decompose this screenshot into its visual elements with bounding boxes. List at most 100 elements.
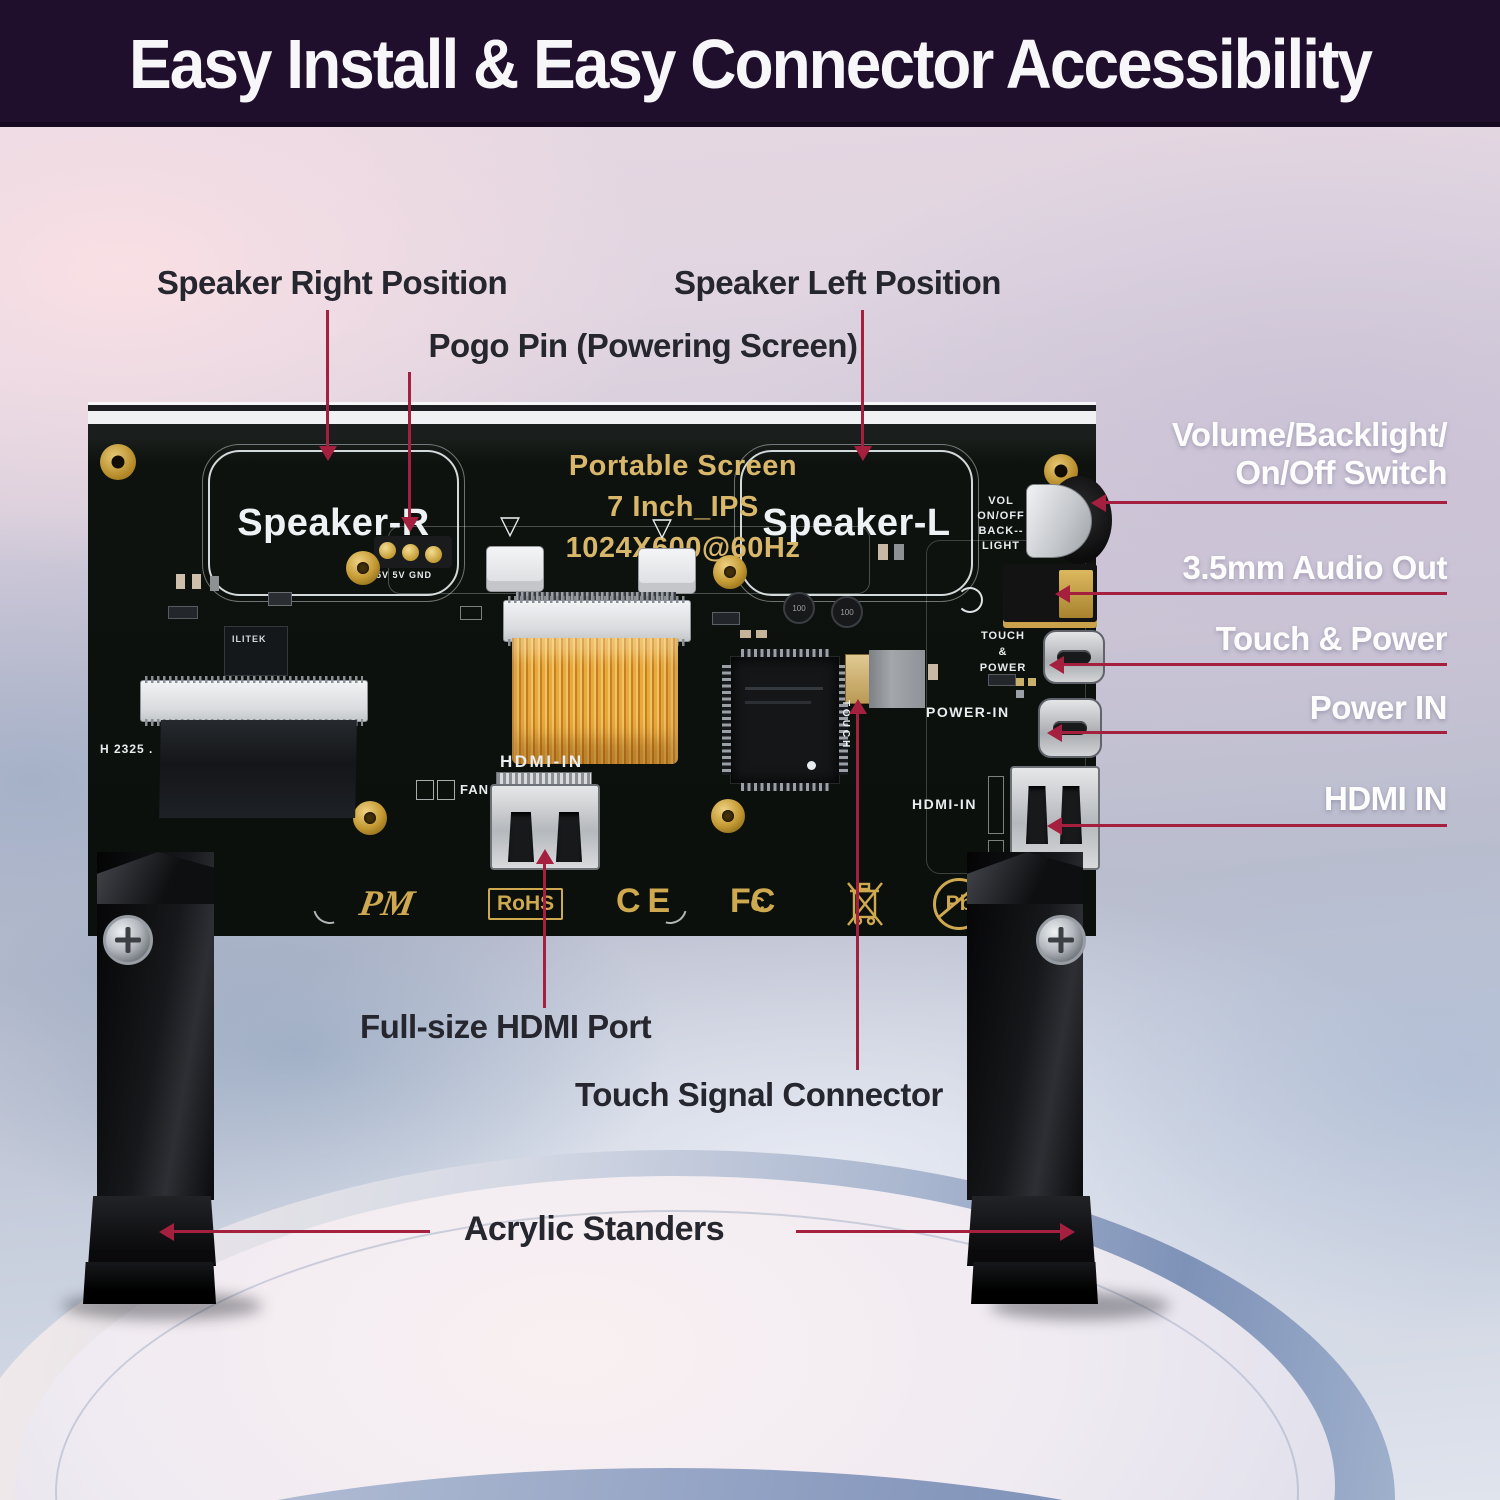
callout-touch-power: Touch & Power bbox=[1215, 620, 1448, 657]
vol-silkscreen-line: ON/OFF bbox=[977, 510, 1025, 522]
acrylic-stand-left-base bbox=[83, 1262, 216, 1304]
ilitek-chip: ILITEK bbox=[224, 626, 288, 676]
phillips-screw-icon bbox=[1036, 915, 1086, 965]
fcc-letter: C bbox=[750, 882, 776, 920]
page-title: Easy Install & Easy Connector Accessibil… bbox=[129, 24, 1373, 103]
callout-touch-signal: Touch Signal Connector bbox=[575, 1076, 943, 1113]
callout-acrylic-standers: Acrylic Standers bbox=[463, 1210, 725, 1248]
fan-label: FAN bbox=[460, 782, 489, 797]
callout-speaker-right: Speaker Right Position bbox=[156, 264, 508, 301]
arrow-hdmi-in bbox=[1060, 824, 1447, 827]
touch-flex-cable bbox=[869, 650, 925, 708]
inductor-icon: 100 bbox=[831, 596, 863, 628]
chip-pins-top bbox=[741, 649, 829, 657]
fcc-letter: F bbox=[730, 882, 751, 920]
screen-ffc-connector bbox=[503, 596, 691, 646]
hdmi-slot bbox=[1060, 786, 1082, 844]
standoff-post-icon bbox=[713, 555, 747, 589]
callout-hdmi-in: HDMI IN bbox=[1324, 780, 1448, 817]
inductor-icon: 100 bbox=[783, 592, 815, 624]
ce-mark: CE bbox=[616, 882, 678, 920]
power-in-silkscreen: POWER-IN bbox=[926, 704, 1010, 720]
arrow-speaker-left bbox=[861, 310, 864, 448]
hdmi-slot bbox=[508, 812, 534, 862]
driver-board: Speaker-R Speaker-L Portable Screen 7 In… bbox=[88, 424, 1112, 936]
down-triangle-silkscreen-icon: ▽ bbox=[500, 510, 520, 540]
callout-volume-line2: On/Off Switch bbox=[1235, 454, 1447, 491]
acrylic-stand-right-base bbox=[971, 1262, 1098, 1304]
hdmi-slot bbox=[1026, 786, 1048, 844]
pogo-pin-icon bbox=[425, 546, 442, 563]
touch-power-silkscreen: TOUCH & POWER bbox=[966, 628, 1040, 676]
chip-dot-icon bbox=[807, 761, 816, 770]
acrylic-stand-left bbox=[97, 852, 214, 1200]
chip-marking bbox=[745, 701, 811, 704]
arrow-pogo-pin bbox=[408, 372, 411, 519]
audio-icon bbox=[957, 587, 983, 613]
arrow-audio-out bbox=[1068, 592, 1447, 595]
screen-spec-line2: 7 Inch_IPS bbox=[607, 491, 759, 523]
callout-pogo-pin: Pogo Pin (Powering Screen) bbox=[428, 327, 858, 364]
fan-connector bbox=[416, 780, 434, 800]
screen-spec-line1: Portable Screen bbox=[568, 450, 798, 482]
title-banner: Easy Install & Easy Connector Accessibil… bbox=[0, 0, 1500, 127]
standoff-post-icon bbox=[346, 551, 380, 585]
callout-speaker-left: Speaker Left Position bbox=[674, 264, 1001, 301]
chip-marking bbox=[745, 687, 823, 690]
vol-silkscreen-line: VOL bbox=[988, 495, 1014, 507]
callout-audio-out: 3.5mm Audio Out bbox=[1182, 549, 1448, 586]
lcd-flex-ribbon bbox=[159, 720, 357, 818]
pogo-pin-icon bbox=[379, 542, 396, 559]
orange-flex-cable bbox=[512, 638, 678, 764]
pb-letters: Pb bbox=[945, 892, 973, 915]
standoff-post-icon bbox=[711, 799, 745, 833]
touch-power-line: TOUCH bbox=[981, 630, 1025, 642]
pm-logo: PM bbox=[356, 883, 418, 923]
pogo-pin-icon bbox=[402, 544, 419, 561]
fan-connector bbox=[437, 780, 455, 800]
standoff-post-icon bbox=[353, 801, 387, 835]
weee-bin-icon bbox=[847, 882, 883, 926]
down-triangle-silkscreen-icon: ▽ bbox=[652, 512, 672, 542]
screen-edge-strip bbox=[88, 402, 1096, 425]
rohs-mark: RoHS bbox=[488, 888, 564, 920]
speaker-connector bbox=[638, 548, 696, 594]
speaker-connector bbox=[486, 546, 544, 592]
callout-volume-line1: Volume/Backlight/ bbox=[1171, 416, 1448, 453]
touch-power-line: POWER bbox=[979, 662, 1027, 674]
touch-ffc-connector bbox=[845, 654, 871, 704]
silkscreen-dashes bbox=[988, 776, 1004, 834]
fcc-letter: C bbox=[750, 894, 765, 916]
callout-power-in: Power IN bbox=[1309, 689, 1448, 726]
arrow-full-hdmi bbox=[543, 862, 546, 1008]
phillips-screw-icon bbox=[103, 915, 153, 965]
arrow-acrylic-right bbox=[796, 1230, 1062, 1233]
lcd-ffc-connector bbox=[140, 676, 368, 726]
callout-volume-switch: Volume/Backlight/ On/Off Switch bbox=[1171, 416, 1448, 492]
silkscreen-trace bbox=[388, 526, 870, 594]
chip-pins-bottom bbox=[741, 783, 829, 791]
speaker-left-zone-label: Speaker-L bbox=[762, 501, 951, 544]
hdmi-slot bbox=[556, 812, 582, 862]
arrow-touch-signal bbox=[856, 712, 859, 1070]
arrow-speaker-right bbox=[326, 310, 329, 448]
hdmi-in-side-silkscreen: HDMI-IN bbox=[912, 796, 977, 812]
callout-full-hdmi: Full-size HDMI Port bbox=[360, 1008, 652, 1045]
arrow-volume-switch bbox=[1104, 501, 1447, 504]
touch-silkscreen-vertical: TOUCH bbox=[840, 700, 851, 751]
audio-jack bbox=[1003, 564, 1097, 628]
chip-pins-left bbox=[722, 665, 731, 775]
arrow-touch-power bbox=[1062, 663, 1447, 666]
touch-power-line: & bbox=[998, 646, 1008, 658]
pogo-silkscreen-label: 5V 5V GND bbox=[376, 570, 433, 580]
fcc-mark: FCC bbox=[730, 882, 775, 921]
arrow-acrylic-left bbox=[172, 1230, 430, 1233]
mount-hole-icon bbox=[100, 444, 136, 480]
hdmi-in-center-label: HDMI-IN bbox=[500, 752, 584, 771]
silkscreen-arc bbox=[306, 883, 354, 931]
vol-silkscreen: VOL ON/OFF BACK-- LIGHT bbox=[972, 494, 1030, 554]
scaler-chip bbox=[722, 649, 848, 791]
vol-silkscreen-line: BACK-- bbox=[978, 525, 1024, 537]
arrow-power-in bbox=[1060, 731, 1447, 734]
